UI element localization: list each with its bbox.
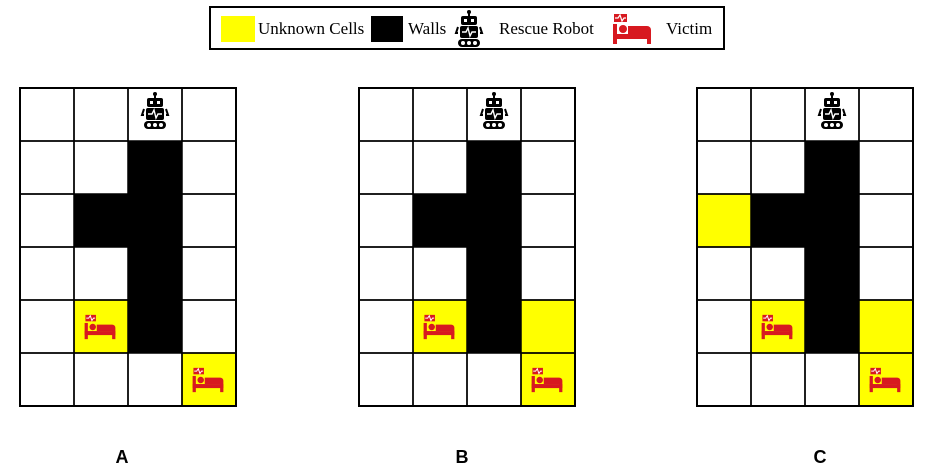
hospital-bed-icon bbox=[613, 13, 651, 44]
free-cell bbox=[697, 353, 751, 406]
free-cell bbox=[74, 353, 128, 406]
free-cell bbox=[74, 141, 128, 194]
free-cell bbox=[751, 88, 805, 141]
wall-cell bbox=[128, 247, 182, 300]
wall-cell bbox=[805, 300, 859, 353]
free-cell bbox=[697, 300, 751, 353]
hospital-bed-icon bbox=[869, 367, 901, 393]
free-cell bbox=[359, 141, 413, 194]
wall-cell bbox=[128, 194, 182, 247]
hospital-bed-icon bbox=[84, 314, 116, 340]
wall-cell bbox=[128, 141, 182, 194]
grid-panel-c bbox=[696, 87, 914, 407]
legend: Unknown Cells Walls Rescue Robot Victim bbox=[209, 6, 725, 50]
wall-cell bbox=[413, 194, 467, 247]
robot-icon bbox=[140, 92, 170, 129]
grid-panel-a bbox=[19, 87, 237, 407]
panel-label-b: B bbox=[455, 447, 469, 467]
free-cell bbox=[20, 247, 74, 300]
free-cell bbox=[20, 300, 74, 353]
wall-cell bbox=[467, 194, 521, 247]
free-cell bbox=[182, 300, 236, 353]
free-cell bbox=[359, 353, 413, 406]
unknown-cell bbox=[521, 300, 575, 353]
free-cell bbox=[859, 88, 913, 141]
wall-cell bbox=[467, 141, 521, 194]
free-cell bbox=[751, 353, 805, 406]
panel-label-c: C bbox=[813, 447, 827, 467]
free-cell bbox=[521, 194, 575, 247]
free-cell bbox=[413, 353, 467, 406]
wall-cell bbox=[805, 194, 859, 247]
panel-label-a: A bbox=[115, 447, 129, 467]
grid-panel-b bbox=[358, 87, 576, 407]
free-cell bbox=[521, 88, 575, 141]
hospital-bed-icon bbox=[531, 367, 563, 393]
free-cell bbox=[805, 353, 859, 406]
free-cell bbox=[521, 141, 575, 194]
hospital-bed-icon bbox=[761, 314, 793, 340]
wall-cell bbox=[74, 194, 128, 247]
wall-cell bbox=[467, 300, 521, 353]
hospital-bed-icon bbox=[192, 367, 224, 393]
free-cell bbox=[20, 141, 74, 194]
wall-cell bbox=[805, 141, 859, 194]
free-cell bbox=[359, 194, 413, 247]
legend-label-victim: Victim bbox=[666, 19, 713, 38]
walls-swatch-icon bbox=[371, 16, 403, 42]
free-cell bbox=[359, 88, 413, 141]
free-cell bbox=[859, 141, 913, 194]
free-cell bbox=[859, 194, 913, 247]
free-cell bbox=[182, 247, 236, 300]
free-cell bbox=[182, 88, 236, 141]
free-cell bbox=[413, 141, 467, 194]
robot-icon bbox=[479, 92, 509, 129]
free-cell bbox=[521, 247, 575, 300]
free-cell bbox=[20, 353, 74, 406]
free-cell bbox=[128, 353, 182, 406]
free-cell bbox=[74, 247, 128, 300]
unknown-cell bbox=[697, 194, 751, 247]
free-cell bbox=[20, 88, 74, 141]
free-cell bbox=[859, 247, 913, 300]
robot-icon bbox=[454, 10, 484, 47]
unknown-cells-swatch-icon bbox=[221, 16, 255, 42]
wall-cell bbox=[805, 247, 859, 300]
free-cell bbox=[20, 194, 74, 247]
free-cell bbox=[697, 247, 751, 300]
free-cell bbox=[413, 247, 467, 300]
free-cell bbox=[751, 247, 805, 300]
robot-icon bbox=[817, 92, 847, 129]
free-cell bbox=[182, 141, 236, 194]
free-cell bbox=[74, 88, 128, 141]
legend-label-robot: Rescue Robot bbox=[499, 19, 594, 38]
free-cell bbox=[413, 88, 467, 141]
wall-cell bbox=[467, 247, 521, 300]
legend-label-unknown: Unknown Cells bbox=[258, 19, 365, 38]
hospital-bed-icon bbox=[423, 314, 455, 340]
unknown-cell bbox=[859, 300, 913, 353]
free-cell bbox=[697, 88, 751, 141]
free-cell bbox=[359, 300, 413, 353]
legend-label-walls: Walls bbox=[408, 19, 447, 38]
free-cell bbox=[751, 141, 805, 194]
free-cell bbox=[359, 247, 413, 300]
free-cell bbox=[182, 194, 236, 247]
free-cell bbox=[467, 353, 521, 406]
wall-cell bbox=[128, 300, 182, 353]
free-cell bbox=[697, 141, 751, 194]
wall-cell bbox=[751, 194, 805, 247]
